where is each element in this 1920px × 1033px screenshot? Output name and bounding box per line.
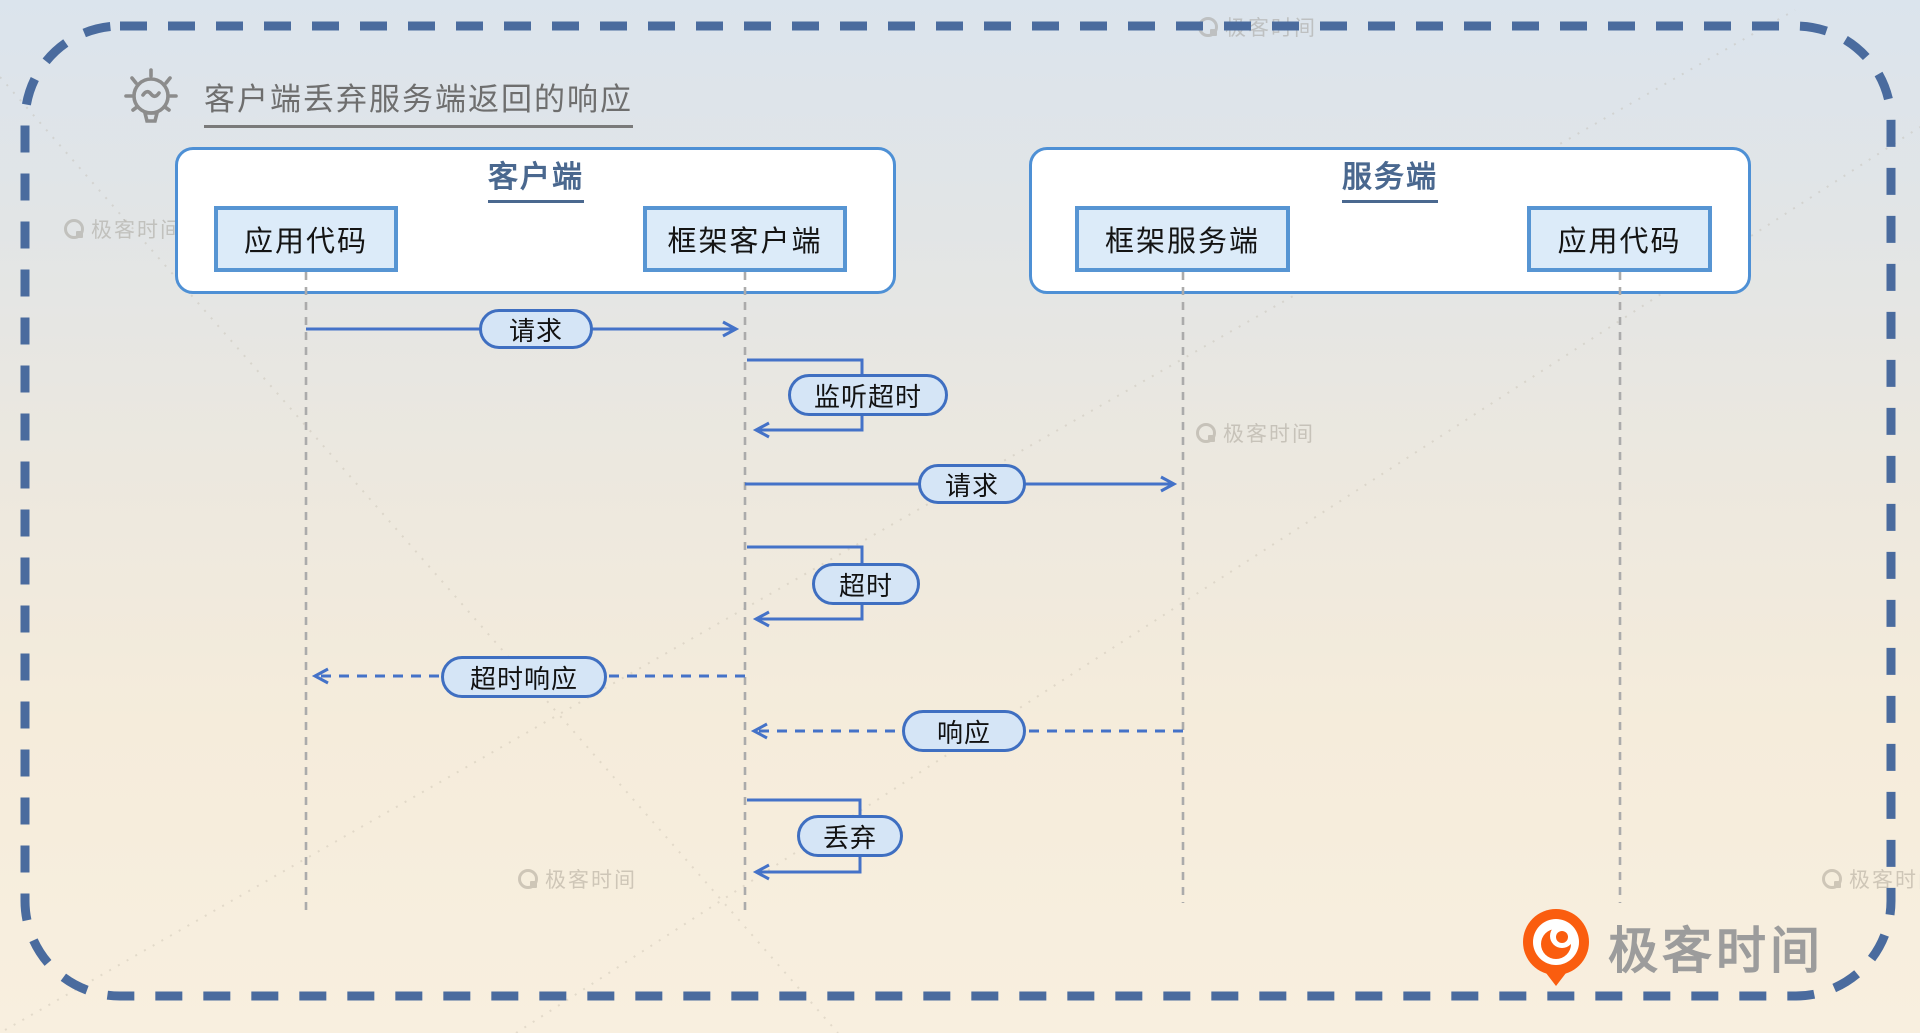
watermark: 极客时间 xyxy=(1822,864,1920,894)
message-pill-discard: 丢弃 xyxy=(797,815,903,857)
watermark: 极客时间 xyxy=(1196,418,1315,448)
client-group-label: 客户端 xyxy=(488,152,584,203)
watermark-text: 极客时间 xyxy=(91,219,183,242)
message-pill-timeout-response: 超时响应 xyxy=(441,656,607,698)
diagram-title-block: 客户端丢弃服务端返回的响应 xyxy=(112,62,633,140)
server-group-label: 服务端 xyxy=(1342,152,1438,203)
participant-app-code-server: 应用代码 xyxy=(1527,206,1712,272)
message-pill-request-1: 请求 xyxy=(479,309,593,349)
geektime-logo: 极客时间 xyxy=(1520,906,1824,988)
watermark-text: 极客时间 xyxy=(1225,17,1317,40)
watermark-text: 极客时间 xyxy=(1849,869,1920,892)
geektime-logo-text: 极客时间 xyxy=(1608,923,1824,979)
geektime-q-icon xyxy=(1822,869,1842,889)
watermark: 极客时间 xyxy=(518,864,637,894)
watermark-text: 极客时间 xyxy=(545,869,637,892)
message-pill-listen-timeout: 监听超时 xyxy=(788,374,948,416)
message-pill-request-2: 请求 xyxy=(918,464,1026,504)
geektime-q-icon xyxy=(1198,17,1218,37)
geektime-q-icon xyxy=(518,869,538,889)
geektime-q-icon xyxy=(1196,423,1216,443)
geektime-q-icon xyxy=(64,219,84,239)
watermark-text: 极客时间 xyxy=(1223,423,1315,446)
participant-app-code-client: 应用代码 xyxy=(214,206,398,272)
page-title: 客户端丢弃服务端返回的响应 xyxy=(204,74,633,128)
participant-framework-server: 框架服务端 xyxy=(1075,206,1290,272)
geektime-q-icon xyxy=(1523,909,1589,986)
watermark: 极客时间 xyxy=(1198,12,1317,42)
message-pill-response: 响应 xyxy=(902,710,1026,752)
message-pill-timeout: 超时 xyxy=(812,563,920,605)
lifelines xyxy=(304,272,1622,912)
participant-framework-client: 框架客户端 xyxy=(643,206,847,272)
lightbulb-icon xyxy=(124,68,178,123)
watermark: 极客时间 xyxy=(64,214,183,244)
